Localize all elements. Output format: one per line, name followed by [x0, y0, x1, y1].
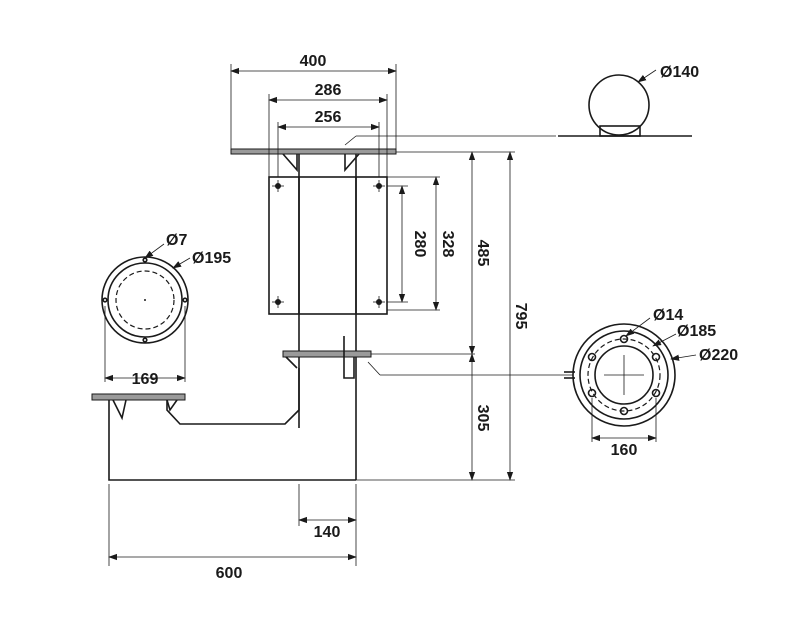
dim-upper-section-height: 485	[474, 240, 491, 267]
top-plate	[230, 148, 397, 155]
dim-right-bolt-circle: Ø185	[677, 323, 716, 340]
top-gusset-right	[344, 153, 360, 173]
dim-top-bolt-inner: 256	[315, 109, 342, 126]
right-flange-view	[564, 317, 697, 442]
pipe-body	[91, 148, 397, 481]
left-flange	[91, 393, 186, 401]
dim-total-width: 600	[216, 565, 243, 582]
dim-ball-diameter: Ø140	[660, 64, 699, 81]
dim-left-hole-diameter: Ø7	[166, 232, 187, 249]
dim-lower-section-height: 305	[474, 405, 491, 432]
dim-left-bolt-spacing: 169	[132, 371, 159, 388]
dim-tube-width: 140	[314, 524, 341, 541]
dim-right-flange-diameter: Ø220	[699, 347, 738, 364]
dim-total-height: 795	[512, 303, 529, 330]
left-flange-view	[101, 243, 191, 382]
dim-right-bolt-spacing: 160	[611, 442, 638, 459]
mount-plate-holes	[272, 180, 385, 308]
top-gusset-left	[282, 153, 298, 173]
dim-top-bolt-outer: 286	[315, 82, 342, 99]
elbow-top-edge	[166, 368, 300, 425]
dim-top-plate-width: 400	[300, 53, 327, 70]
dimension-lines	[108, 64, 573, 566]
right-gusset	[166, 399, 178, 412]
dim-right-hole-diameter: Ø14	[653, 307, 683, 324]
dim-flange-height: 280	[411, 231, 428, 258]
dim-left-flange-diameter: Ø195	[192, 250, 231, 267]
mount-plate	[268, 176, 388, 315]
middle-gusset-left	[285, 356, 298, 369]
ball-detail	[558, 69, 692, 137]
ball	[588, 74, 650, 136]
middle-flange	[282, 350, 372, 358]
left-gusset	[112, 399, 127, 421]
elbow-bottom-edge	[108, 400, 356, 481]
middle-gusset-right	[343, 336, 355, 379]
dim-mount-plate-height: 328	[439, 231, 456, 258]
